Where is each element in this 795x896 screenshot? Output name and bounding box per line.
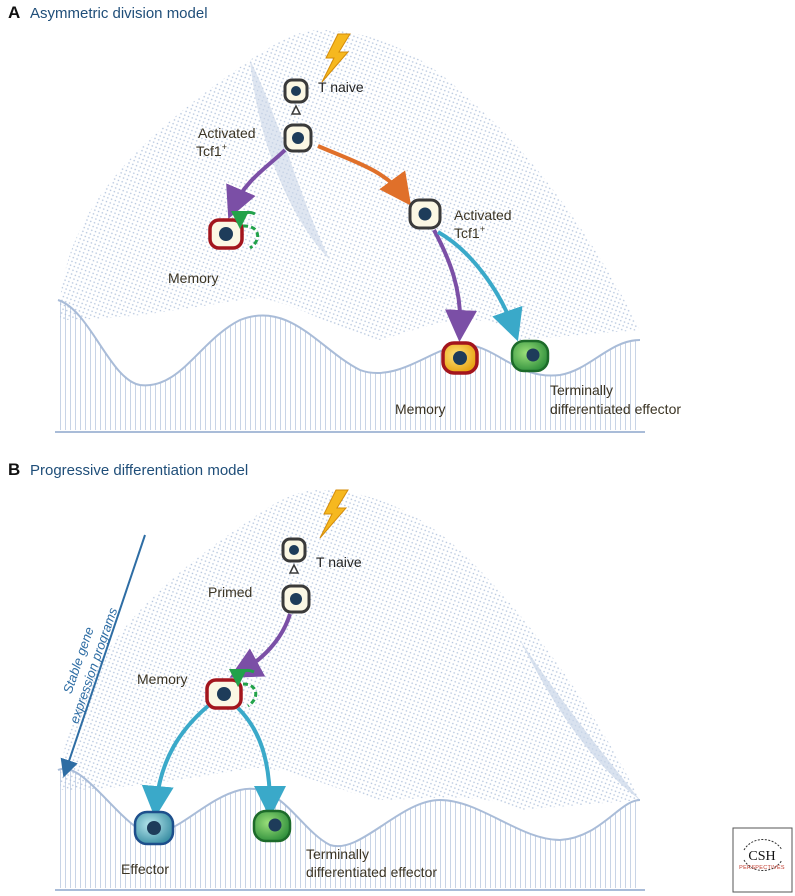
label-effector-b: Effector xyxy=(121,861,169,877)
panel-b-title: Progressive differentiation model xyxy=(30,462,248,479)
memory-cell-left-a xyxy=(208,218,244,250)
landscape-a-base xyxy=(58,300,640,430)
landscape-a-mountain xyxy=(60,30,640,340)
terminal-effector-cell-a xyxy=(510,339,550,373)
effector-cell-b xyxy=(133,810,175,846)
label-activated-2-tcf: Tcf1 xyxy=(454,225,480,241)
arrow-orange-to-activated-2 xyxy=(317,144,412,206)
logo-main-text: CSH xyxy=(748,849,775,864)
label-memory-b: Memory xyxy=(137,671,188,687)
label-activated-1-sup: + xyxy=(222,142,227,152)
label-t-naive-b: T naive xyxy=(316,554,362,570)
landscape-b-mountain xyxy=(60,490,640,810)
activated-cell-2 xyxy=(408,198,442,230)
label-activated-2-line1: Activated xyxy=(454,207,512,223)
lightning-icon-b xyxy=(319,489,349,539)
stable-gene-arrow xyxy=(60,534,146,778)
logo-sub-text: PERSPECTIVES xyxy=(739,865,785,871)
label-terminal-b-line2: differentiated effector xyxy=(306,864,437,880)
t-naive-cell-a xyxy=(283,78,309,104)
t-naive-cell-b xyxy=(281,537,307,563)
label-terminal-b-line1: Terminally xyxy=(306,846,369,862)
label-memory-right-a: Memory xyxy=(395,401,446,417)
label-activated-1-line1: Activated xyxy=(198,125,256,141)
label-memory-left-a: Memory xyxy=(168,270,219,286)
arrow-naive-to-activated-a xyxy=(290,104,302,115)
label-activated-1-tcf: Tcf1 xyxy=(196,143,222,159)
terminal-effector-cell-b xyxy=(252,809,292,843)
landscape-a-contour xyxy=(57,299,641,387)
arrow-purple-to-memory-b xyxy=(229,613,292,678)
label-terminal-a-line2: differentiated effector xyxy=(550,401,681,417)
label-activated-2-sup: + xyxy=(480,224,485,234)
label-t-naive-a: T naive xyxy=(318,79,364,95)
arrow-cyan-to-terminal-a xyxy=(437,230,523,342)
activated-cell-1 xyxy=(283,123,313,153)
panel-a: A Asymmetric division model T naive Acti… xyxy=(8,3,681,433)
label-activated-1-line2: Tcf1+ xyxy=(196,142,227,159)
panel-a-title: Asymmetric division model xyxy=(30,5,208,22)
memory-cell-right-a xyxy=(441,341,479,375)
panel-b-letter: B xyxy=(8,460,20,479)
landscape-a-valley-shadow xyxy=(250,60,330,260)
arrow-cyan-to-effector-b xyxy=(141,704,210,818)
self-renewal-arrowhead-b xyxy=(229,668,255,687)
label-activated-2-line2: Tcf1+ xyxy=(454,224,485,241)
self-renewal-arrowhead-a xyxy=(231,210,256,229)
panel-a-letter: A xyxy=(8,3,20,22)
label-terminal-a-line1: Terminally xyxy=(550,382,613,398)
primed-cell xyxy=(281,584,311,614)
arrow-cyan-to-terminal-b xyxy=(236,706,286,818)
arrow-purple-to-memory-left xyxy=(226,148,287,220)
panel-b: B Progressive differentiation model Stab… xyxy=(8,460,645,891)
landscape-b-base xyxy=(58,768,640,888)
arrow-purple-to-memory-right xyxy=(432,229,477,342)
label-primed: Primed xyxy=(208,584,252,600)
csh-perspectives-logo: CSH PERSPECTIVES xyxy=(732,827,793,893)
memory-cell-b xyxy=(205,678,243,710)
lightning-icon-a xyxy=(321,33,351,83)
arrow-naive-to-primed-b xyxy=(288,563,300,574)
